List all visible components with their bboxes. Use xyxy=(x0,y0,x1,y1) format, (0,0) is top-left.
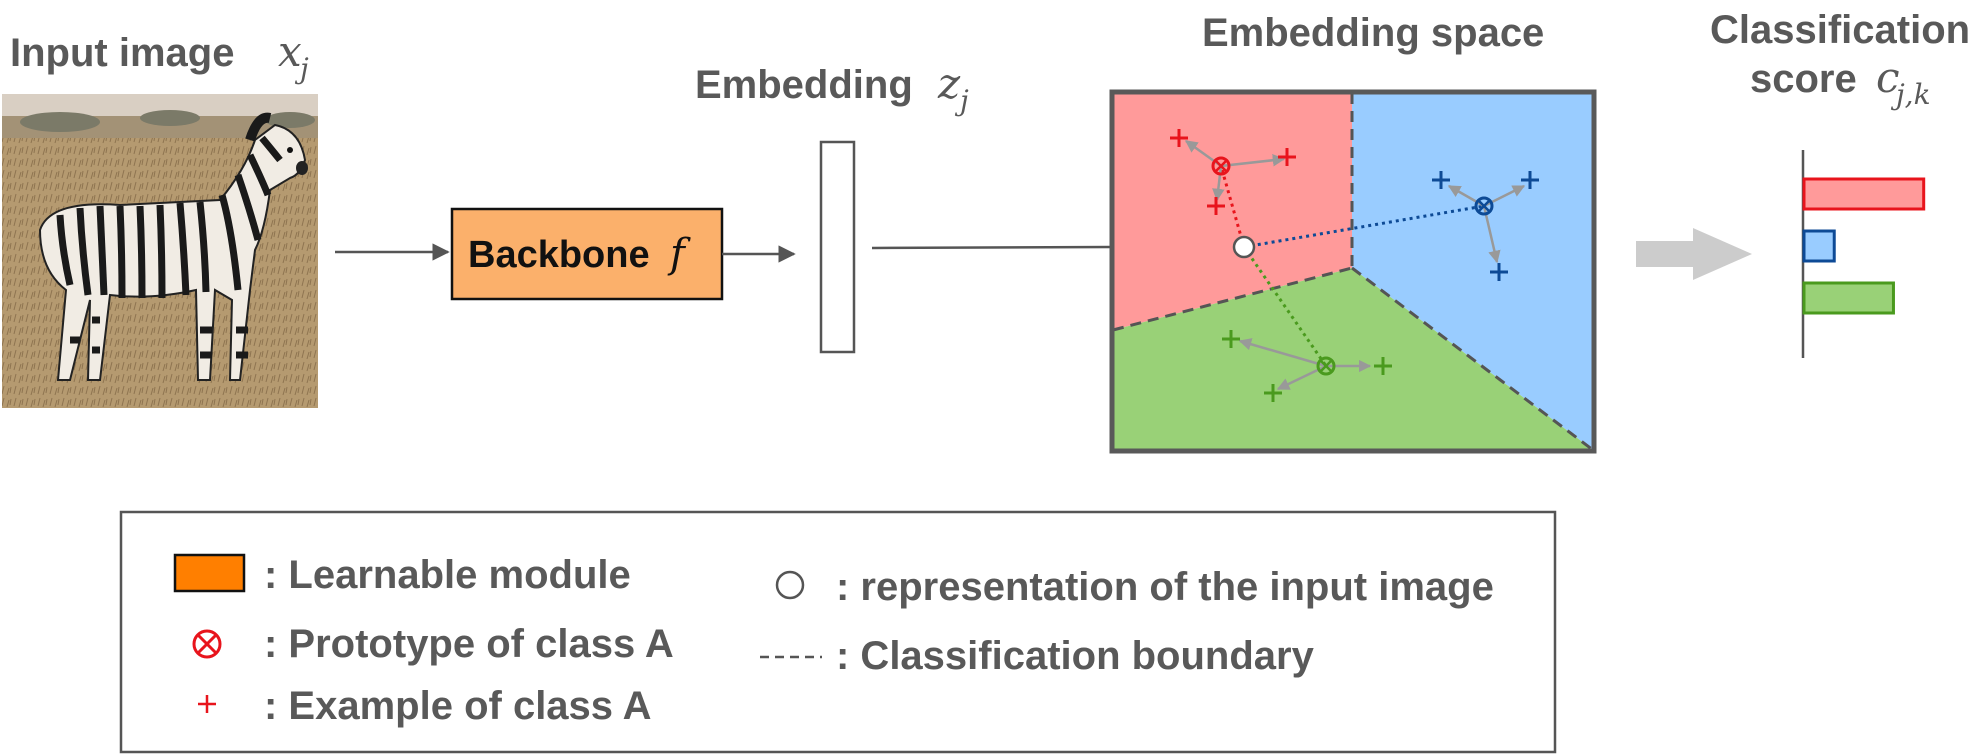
legend-representation: : representation of the input image xyxy=(836,565,1494,609)
class-green-cluster xyxy=(1222,330,1392,402)
connector-embedding-to-space xyxy=(871,245,1113,250)
classification-score: Classification score c j,k xyxy=(1710,8,1970,358)
class-blue-cluster xyxy=(1432,171,1539,281)
embedding-space-frame xyxy=(1109,89,1597,454)
example-plus-icon xyxy=(1521,171,1539,189)
embedding-symbol: z xyxy=(937,59,961,108)
embedding-vector xyxy=(819,140,856,354)
legend-frame xyxy=(119,510,1557,754)
score-bar-blue xyxy=(1802,229,1836,263)
prototype-otimes-icon xyxy=(1211,156,1231,176)
input-circle-icon xyxy=(1232,235,1256,259)
example-plus-icon xyxy=(1278,148,1296,166)
classification-boundaries xyxy=(1112,93,1594,452)
example-plus-icon xyxy=(1490,263,1508,281)
backbone-label: Backbone xyxy=(468,234,650,276)
input-image-symbol: x xyxy=(278,27,302,76)
example-plus-icon xyxy=(198,695,216,713)
legend-boundary: : Classification boundary xyxy=(836,634,1315,678)
input-circle-icon xyxy=(775,570,805,600)
legend-learnable: : Learnable module xyxy=(264,553,631,597)
zebra-figure xyxy=(38,112,308,381)
score-title-line2: score xyxy=(1750,57,1857,101)
example-plus-icon xyxy=(1222,330,1240,348)
legend-prototype: : Prototype of class A xyxy=(264,622,674,666)
embedding-group: Embedding z j xyxy=(695,59,969,354)
legend-module-swatch xyxy=(173,553,246,593)
arrow-right-icon xyxy=(1636,228,1752,280)
score-bar-red xyxy=(1802,177,1926,211)
example-plus-icon xyxy=(1374,357,1392,375)
score-subscript: j,k xyxy=(1890,78,1931,111)
prototype-otimes-icon xyxy=(1316,356,1336,376)
legend: : Learnable module : Prototype of class … xyxy=(119,510,1557,754)
score-bars xyxy=(1802,177,1926,315)
example-plus-icon xyxy=(1264,384,1282,402)
example-plus-icon xyxy=(1170,129,1188,147)
input-image-label: Input image xyxy=(10,31,234,75)
example-plus-icon xyxy=(1207,197,1225,215)
region-class-green xyxy=(1113,268,1593,450)
embedding-space-title: Embedding space xyxy=(1202,11,1544,55)
distance-to-green xyxy=(1242,246,1328,367)
embedding-label: Embedding xyxy=(695,63,913,107)
region-class-blue xyxy=(1352,93,1593,450)
legend-example: : Example of class A xyxy=(264,684,652,728)
zebra-photo xyxy=(2,94,318,408)
distance-to-red xyxy=(1219,165,1246,248)
example-plus-icon xyxy=(1432,171,1450,189)
score-symbol: c xyxy=(1876,53,1900,102)
prototype-otimes-icon xyxy=(192,629,222,659)
score-bar-green xyxy=(1802,281,1895,315)
input-image-group: Input image x j xyxy=(2,27,318,408)
prototype-otimes-icon xyxy=(1474,196,1494,216)
backbone-module: Backbone f xyxy=(450,207,724,301)
class-red-cluster xyxy=(1170,129,1296,215)
distance-to-blue xyxy=(1243,204,1485,249)
score-title-line1: Classification xyxy=(1710,8,1970,52)
embedding-space: Embedding space xyxy=(1109,11,1597,454)
